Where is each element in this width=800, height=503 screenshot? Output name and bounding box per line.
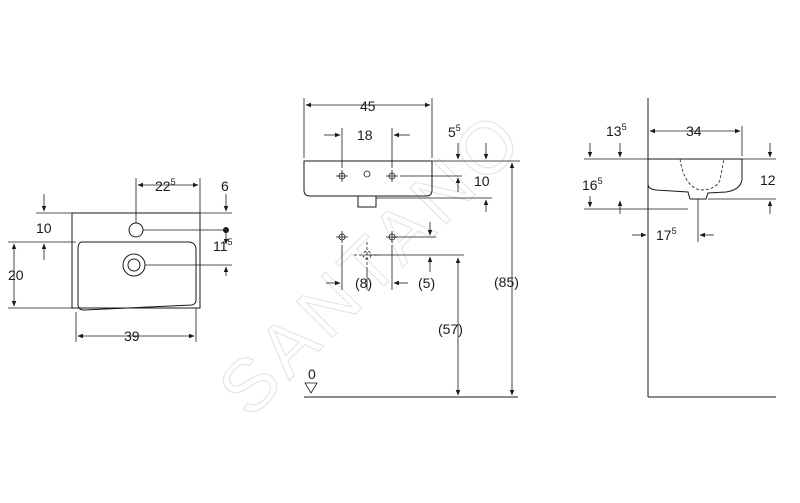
dim-label-side-height: 12 xyxy=(760,172,776,188)
dim-label-side-waste-offset: 175 xyxy=(656,226,677,243)
top-view: 45 18 55 10 (8 xyxy=(303,98,520,398)
front-view: 39 20 10 225 6 115 xyxy=(8,177,233,344)
dim-label-side-waste: 165 xyxy=(582,176,603,193)
dim-label-tap-offset: 225 xyxy=(155,177,176,194)
plan-tap-hole-center xyxy=(363,170,371,178)
front-waste-outer xyxy=(122,253,146,277)
side-basin-profile xyxy=(647,158,743,200)
front-waste-inner xyxy=(127,258,141,272)
watermark: SANTANO xyxy=(203,94,540,431)
dim-label-waste-height: (57) xyxy=(438,321,463,337)
dim-label-width: 45 xyxy=(360,98,376,114)
pattern-hole-left xyxy=(336,231,348,243)
plan-tap-hole-right xyxy=(386,170,398,182)
dim-label-waste: 115 xyxy=(213,237,233,254)
dim-label-spacing: (8) xyxy=(355,275,372,291)
side-view: 34 135 12 165 175 xyxy=(582,98,776,398)
floor-label: 0 xyxy=(308,366,316,382)
dim-label-rim: 55 xyxy=(448,123,461,140)
dim-label-height: 20 xyxy=(8,267,24,283)
floor-level-symbol xyxy=(304,382,318,394)
dim-label-tap-spacing: 18 xyxy=(357,127,373,143)
dim-label-depth: 10 xyxy=(474,173,490,189)
dim-label-offset: (5) xyxy=(418,275,435,291)
dim-label-mount-height: (85) xyxy=(494,274,519,290)
front-tap-hole xyxy=(128,222,144,238)
hole-pattern: (8) (5) xyxy=(326,222,464,291)
dim-label-top: 10 xyxy=(36,220,52,236)
front-basin-outline xyxy=(71,212,201,309)
side-bowl-hidden xyxy=(679,158,725,191)
dim-label-side-depth: 34 xyxy=(686,123,702,139)
plan-waste xyxy=(357,195,377,208)
dim-label-width: 39 xyxy=(124,328,140,344)
dim-label-tap-edge: 6 xyxy=(221,178,229,194)
front-basin-bowl xyxy=(77,241,197,311)
dim-label-wall-offset: 135 xyxy=(606,122,627,139)
plan-basin-outline xyxy=(303,160,433,197)
plan-tap-hole-left xyxy=(336,170,348,182)
